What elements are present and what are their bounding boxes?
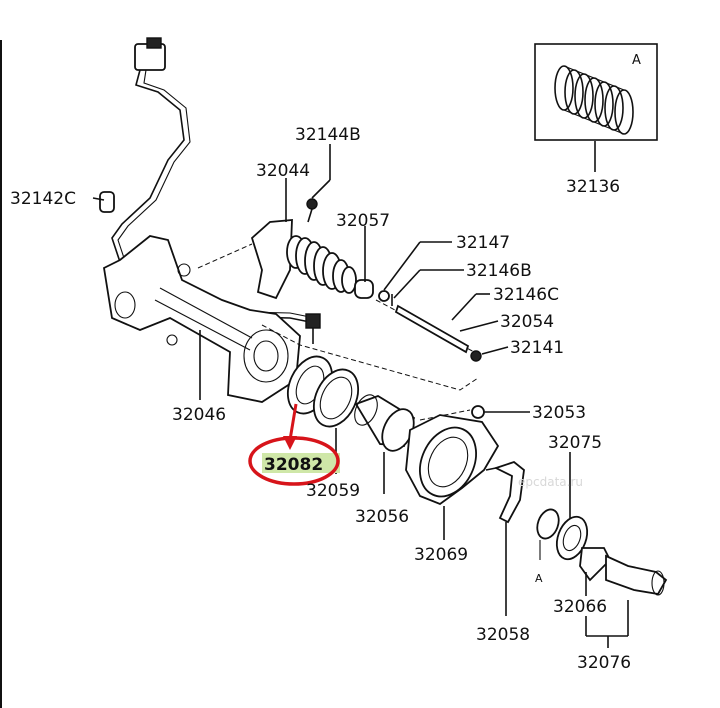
- label-32142C: 32142C: [10, 189, 76, 209]
- bearing-32056: [354, 394, 416, 452]
- ring-32059: [312, 368, 360, 428]
- shaft-assembly-32076: A: [535, 508, 668, 596]
- label-32058: 32058: [476, 625, 530, 645]
- label-32046: 32046: [172, 405, 226, 425]
- housing-32069: [405, 405, 500, 506]
- inset-marker: A: [632, 53, 641, 68]
- label-32082: 32082: [264, 455, 323, 475]
- shaft-32054: [378, 290, 482, 362]
- label-32141: 32141: [510, 338, 564, 358]
- nut-32057-icon: [354, 279, 374, 299]
- washer-32147-icon: [378, 290, 390, 302]
- label-highlight-bg: [262, 453, 340, 473]
- highlight-ring: [248, 436, 340, 486]
- washer-icon: [536, 508, 560, 540]
- label-32053: 32053: [532, 403, 586, 423]
- inset-spring-32136: A 32136: [534, 43, 658, 197]
- boot-icon: [286, 235, 357, 294]
- inset-box: [534, 43, 658, 141]
- ref-marker: A: [535, 572, 543, 585]
- gear-32066-icon: [579, 547, 612, 582]
- leader-lines: [92, 144, 629, 648]
- label-32057: 32057: [336, 211, 390, 231]
- part-labels: 32142C 32144B 32044 32057 32147 32146B 3…: [10, 125, 631, 673]
- label-32059: 32059: [306, 481, 360, 501]
- watermark: epcdata.ru: [518, 475, 583, 489]
- label-32066: 32066: [553, 597, 607, 617]
- label-32054: 32054: [500, 312, 554, 332]
- bearing-32075-icon: [555, 515, 589, 561]
- lever-boot-32044: [197, 198, 479, 355]
- switch-icon: [305, 313, 321, 329]
- label-32146C: 32146C: [493, 285, 559, 305]
- label-32044: 32044: [256, 161, 310, 181]
- label-32075: 32075: [548, 433, 602, 453]
- highlight-32082: [248, 403, 340, 486]
- pin-32141-icon: [470, 350, 482, 362]
- label-32136: 32136: [566, 177, 620, 197]
- clip-32142C-icon: [99, 191, 115, 213]
- label-32146B: 32146B: [466, 261, 532, 281]
- label-32147: 32147: [456, 233, 510, 253]
- label-32144B: 32144B: [295, 125, 361, 145]
- housing-32046: [103, 235, 321, 403]
- label-32056: 32056: [355, 507, 409, 527]
- fork-32058: [485, 460, 525, 524]
- spring-icon: [554, 65, 634, 135]
- label-32076: 32076: [577, 653, 631, 673]
- nut-32053-icon: [471, 405, 485, 419]
- bolt-32144B-icon: [306, 198, 318, 210]
- label-32069: 32069: [414, 545, 468, 565]
